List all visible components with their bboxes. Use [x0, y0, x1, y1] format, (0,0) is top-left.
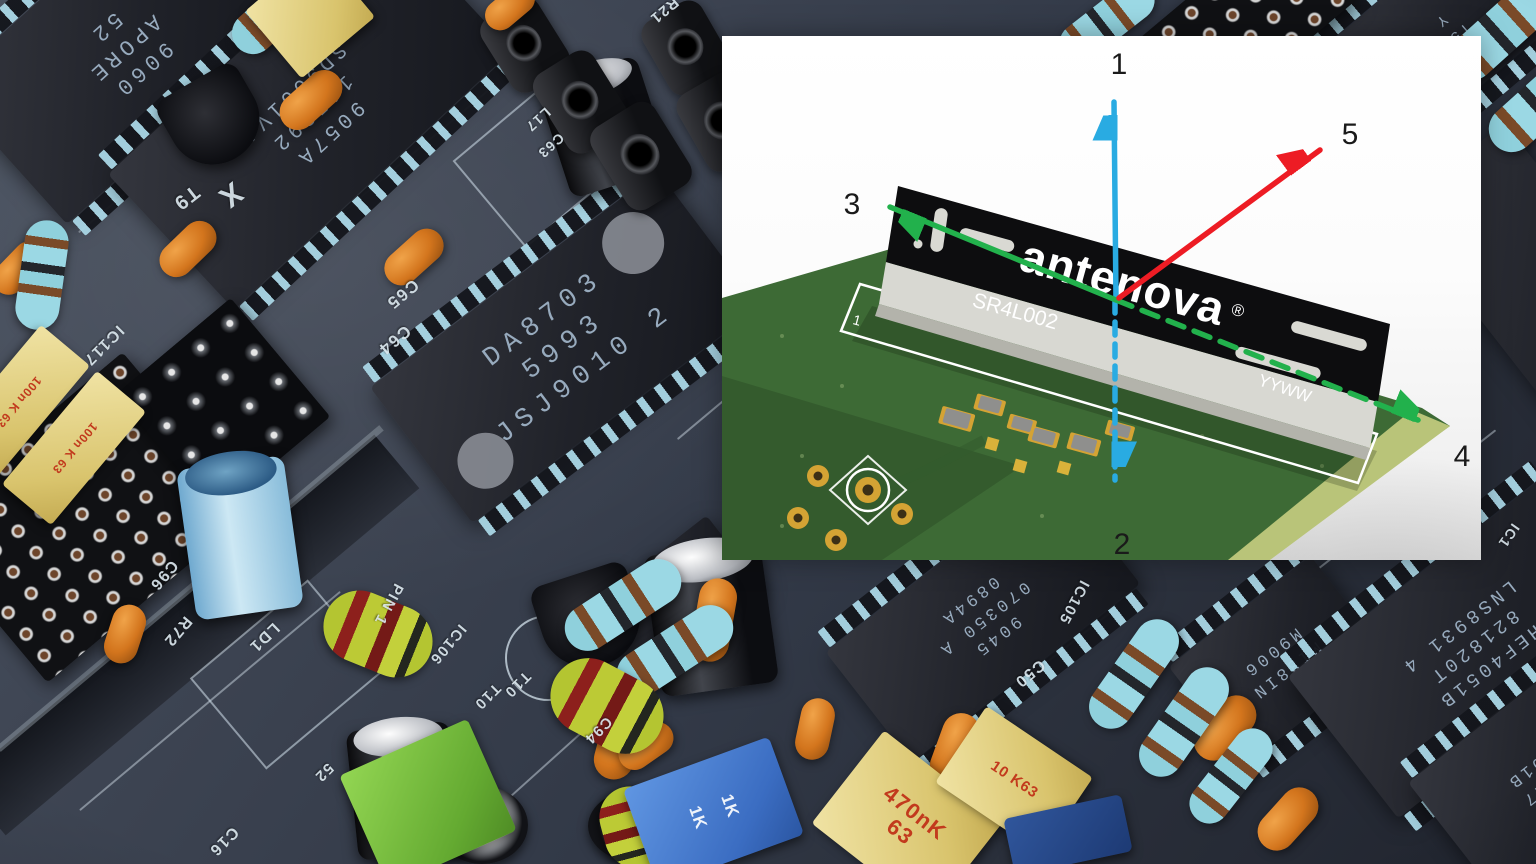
module-registered-mark: ®	[1229, 300, 1247, 322]
axes	[887, 99, 1431, 483]
axis-label-5: 5	[1342, 118, 1359, 151]
module-ceramic-bevel	[875, 304, 1370, 460]
module-ceramic-body	[879, 262, 1378, 448]
trimmer-label: 1K	[716, 791, 743, 821]
electrolytic-capacitor-blue	[175, 455, 305, 621]
axis-label-4: 4	[1454, 440, 1471, 473]
axis-3-arrow	[887, 204, 1119, 303]
film-capacitor-label: 10 K63	[987, 757, 1042, 802]
film-capacitor-label: 100n K 63	[48, 419, 100, 477]
antenna-diagram-panel: 1	[722, 36, 1481, 560]
film-capacitor-label: 100n K 63	[0, 373, 44, 431]
axis-4-arrow	[1113, 297, 1431, 427]
plated-holes	[787, 454, 913, 551]
antenna-axes-diagram: 1	[722, 48, 1471, 560]
module-black-face	[886, 186, 1390, 402]
axis-1-arrow	[1114, 99, 1119, 303]
axis-labels: 1 2 3 4 5	[844, 48, 1471, 560]
axis-label-2: 2	[1114, 528, 1131, 560]
pcb-edge	[1228, 410, 1450, 560]
axis-label-1: 1	[1111, 48, 1128, 81]
trimmer-label: 1K	[685, 803, 712, 832]
pad1-marker: 1	[851, 311, 863, 329]
axis-label-3: 3	[844, 188, 861, 221]
axis-5-arrow	[1116, 150, 1323, 301]
